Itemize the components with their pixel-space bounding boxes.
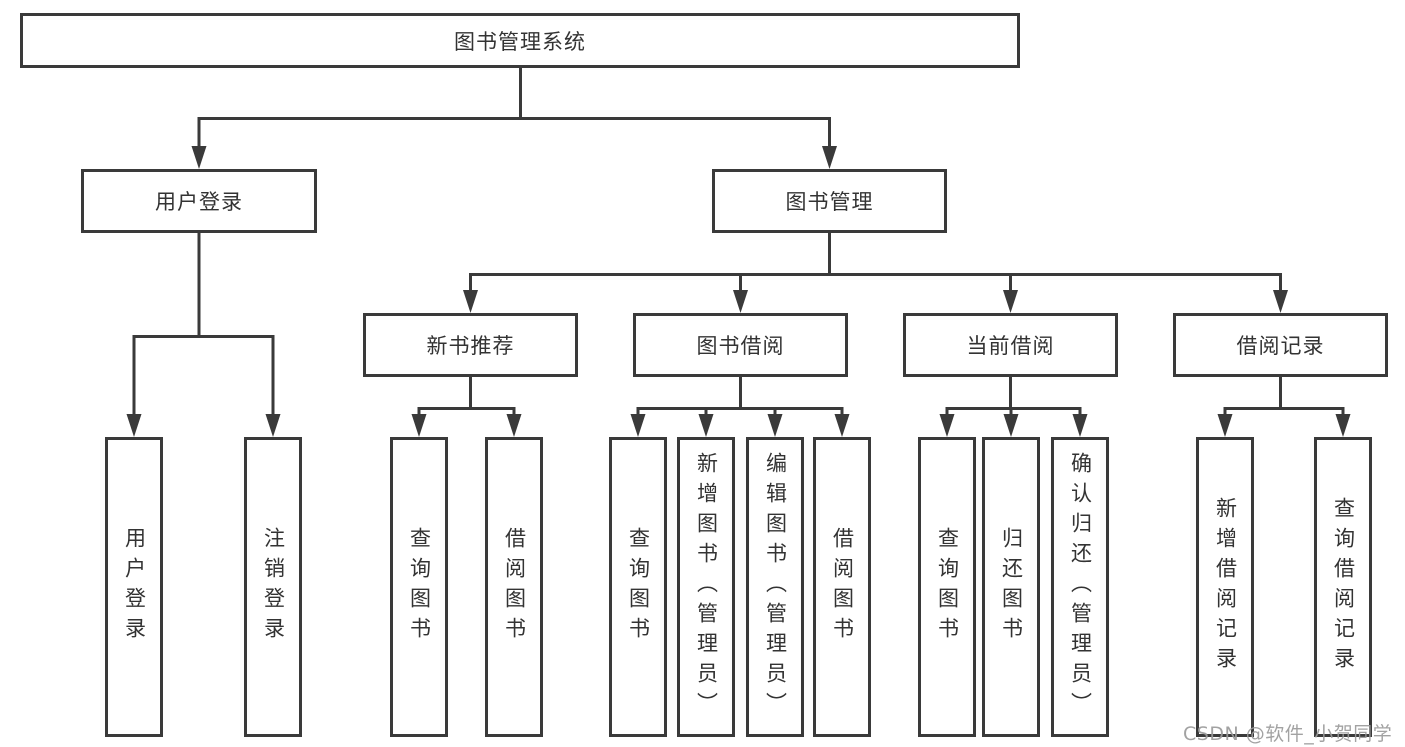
node-label: 新增借阅记录 xyxy=(1213,497,1238,677)
node-label: 注销登录 xyxy=(261,527,286,647)
node-label: 图书借阅 xyxy=(696,334,785,358)
leaf-confirm-return-admin: 确认归还（管理员） xyxy=(1051,437,1109,737)
node-label: 图书管理系统 xyxy=(454,29,586,54)
node-book-borrow: 图书借阅 xyxy=(633,313,848,377)
node-label: 确认归还（管理员） xyxy=(1068,452,1093,722)
leaf-edit-books-admin: 编辑图书（管理员） xyxy=(746,437,804,737)
node-label: 图书管理 xyxy=(785,190,874,214)
node-user-login: 用户登录 xyxy=(81,169,317,233)
node-label: 编辑图书（管理员） xyxy=(763,452,788,722)
leaf-user-login: 用户登录 xyxy=(105,437,163,737)
node-label: 借阅记录 xyxy=(1236,334,1325,358)
leaf-query-books-borrow: 查询图书 xyxy=(609,437,667,737)
watermark: CSDN @软件_小贺同学 xyxy=(1183,723,1393,745)
leaf-borrow-books: 借阅图书 xyxy=(813,437,871,737)
leaf-add-borrow-record: 新增借阅记录 xyxy=(1196,437,1254,737)
node-library-system: 图书管理系统 xyxy=(20,13,1020,68)
node-label: 查询图书 xyxy=(935,527,960,647)
node-label: 归还图书 xyxy=(999,527,1024,647)
node-label: 用户登录 xyxy=(155,190,243,214)
node-label: 新书推荐 xyxy=(426,334,515,358)
leaf-logout-login: 注销登录 xyxy=(244,437,302,737)
leaf-add-books-admin: 新增图书（管理员） xyxy=(677,437,735,737)
node-label: 借阅图书 xyxy=(830,527,855,647)
leaf-borrow-books-recommend: 借阅图书 xyxy=(485,437,543,737)
node-label: 查询图书 xyxy=(407,527,432,647)
node-new-book-recommend: 新书推荐 xyxy=(363,313,578,377)
node-label: 查询图书 xyxy=(626,527,651,647)
leaf-query-borrow-record: 查询借阅记录 xyxy=(1314,437,1372,737)
node-label: 当前借阅 xyxy=(966,334,1055,358)
node-label: 新增图书（管理员） xyxy=(694,452,719,722)
node-label: 用户登录 xyxy=(122,527,147,647)
leaf-query-books-current: 查询图书 xyxy=(918,437,976,737)
leaf-return-books: 归还图书 xyxy=(982,437,1040,737)
node-current-borrow: 当前借阅 xyxy=(903,313,1118,377)
arrow-down-icon xyxy=(126,146,1351,437)
connector-paths xyxy=(132,68,1345,416)
node-borrow-records: 借阅记录 xyxy=(1173,313,1388,377)
node-book-management: 图书管理 xyxy=(712,169,947,233)
node-label: 查询借阅记录 xyxy=(1331,497,1356,677)
leaf-query-books-recommend: 查询图书 xyxy=(390,437,448,737)
node-label: 借阅图书 xyxy=(502,527,527,647)
